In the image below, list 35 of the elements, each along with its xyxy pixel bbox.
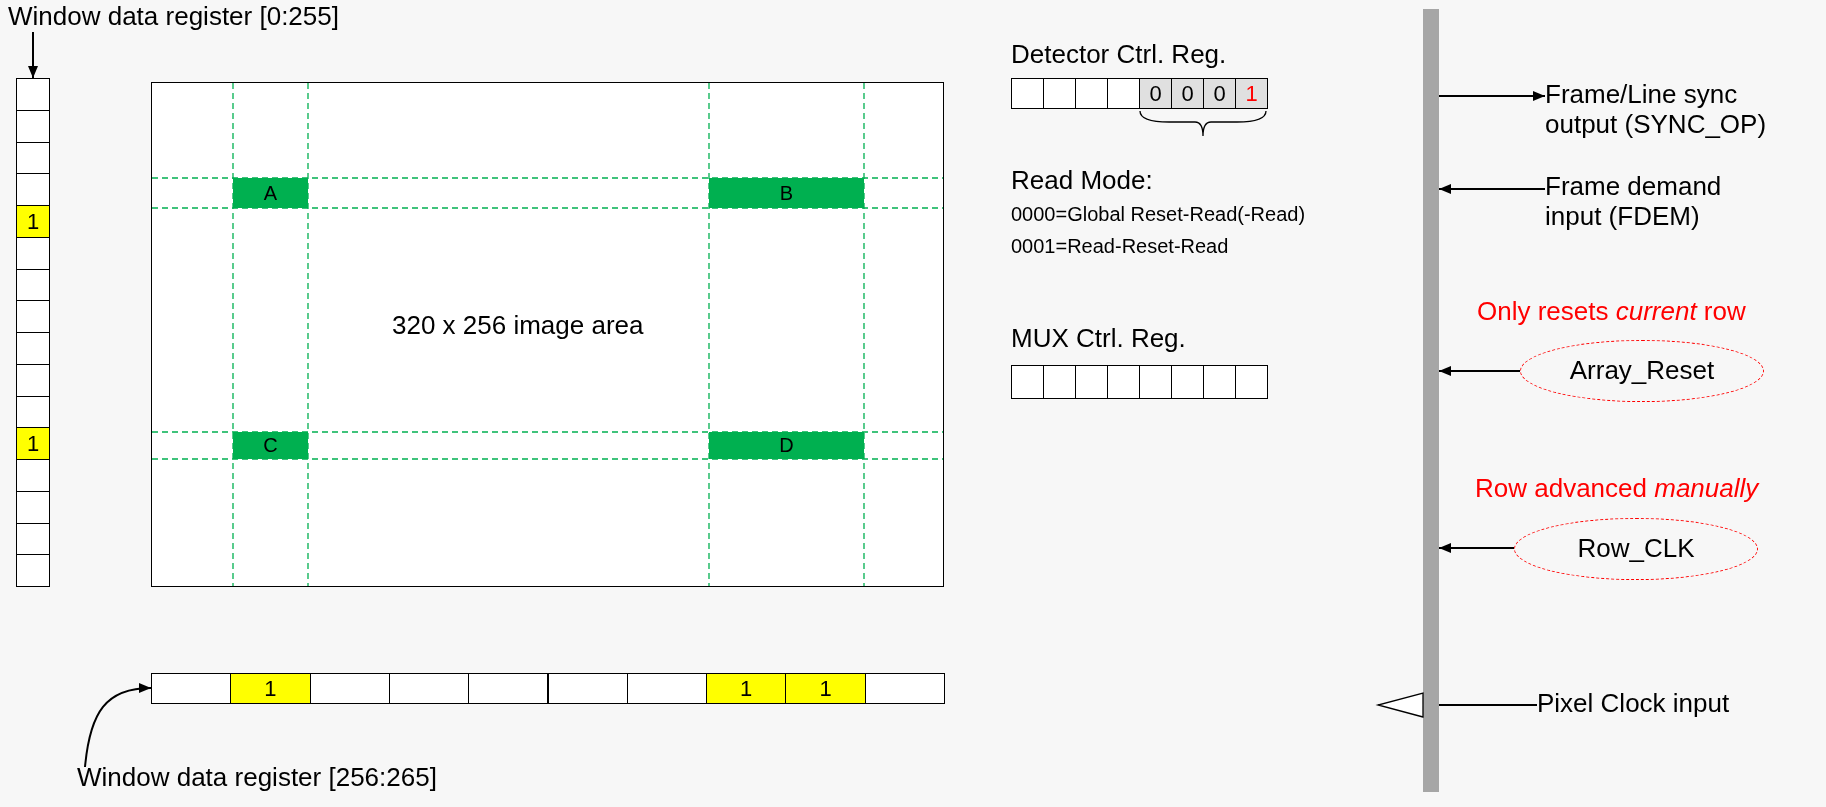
signal-label: Frame demand input (FDEM) xyxy=(1545,172,1755,232)
register-caption: Window data register [256:265] xyxy=(77,763,437,793)
signal-label: Frame/Line sync output (SYNC_OP) xyxy=(1545,80,1795,140)
arrow xyxy=(84,683,152,768)
window-block: C xyxy=(233,432,308,459)
arrow xyxy=(1438,91,1546,101)
image-area-frame xyxy=(151,82,944,587)
signal-label: Pixel Clock input xyxy=(1537,689,1730,719)
signal-bus-bar xyxy=(1423,9,1439,792)
annotation-text: Row advanced manually xyxy=(1475,474,1759,504)
window-block: A xyxy=(233,178,308,208)
arrow xyxy=(1438,184,1546,194)
register-cell: 1 xyxy=(785,673,866,704)
note-text: Read Mode: xyxy=(1011,166,1153,196)
register-cell: 1 xyxy=(16,205,50,238)
register-cell: 0 xyxy=(1203,78,1236,109)
register-title: Detector Ctrl. Reg. xyxy=(1011,40,1227,70)
register-cell: 1 xyxy=(706,673,787,704)
register-cell: 0 xyxy=(1171,78,1204,109)
register-cell: 1 xyxy=(230,673,311,704)
arrow xyxy=(1438,366,1521,376)
annotation-text: Only resets current row xyxy=(1477,297,1746,327)
note-text: 0001=Read-Reset-Read xyxy=(1011,235,1229,258)
note-text: 0000=Global Reset-Read(-Read) xyxy=(1011,203,1306,226)
register-cell: 1 xyxy=(1235,78,1268,109)
register-caption: Window data register [0:255] xyxy=(8,2,339,32)
window-block: B xyxy=(709,178,864,208)
register-cell: 1 xyxy=(16,427,50,460)
clock-input-arrow xyxy=(1377,692,1538,718)
register-cell: 0 xyxy=(1139,78,1172,109)
arrow xyxy=(1438,543,1515,553)
register-title: MUX Ctrl. Reg. xyxy=(1011,324,1186,354)
area-label: 320 x 256 image area xyxy=(392,311,644,341)
window-block: D xyxy=(709,432,864,459)
arrow xyxy=(28,30,38,79)
